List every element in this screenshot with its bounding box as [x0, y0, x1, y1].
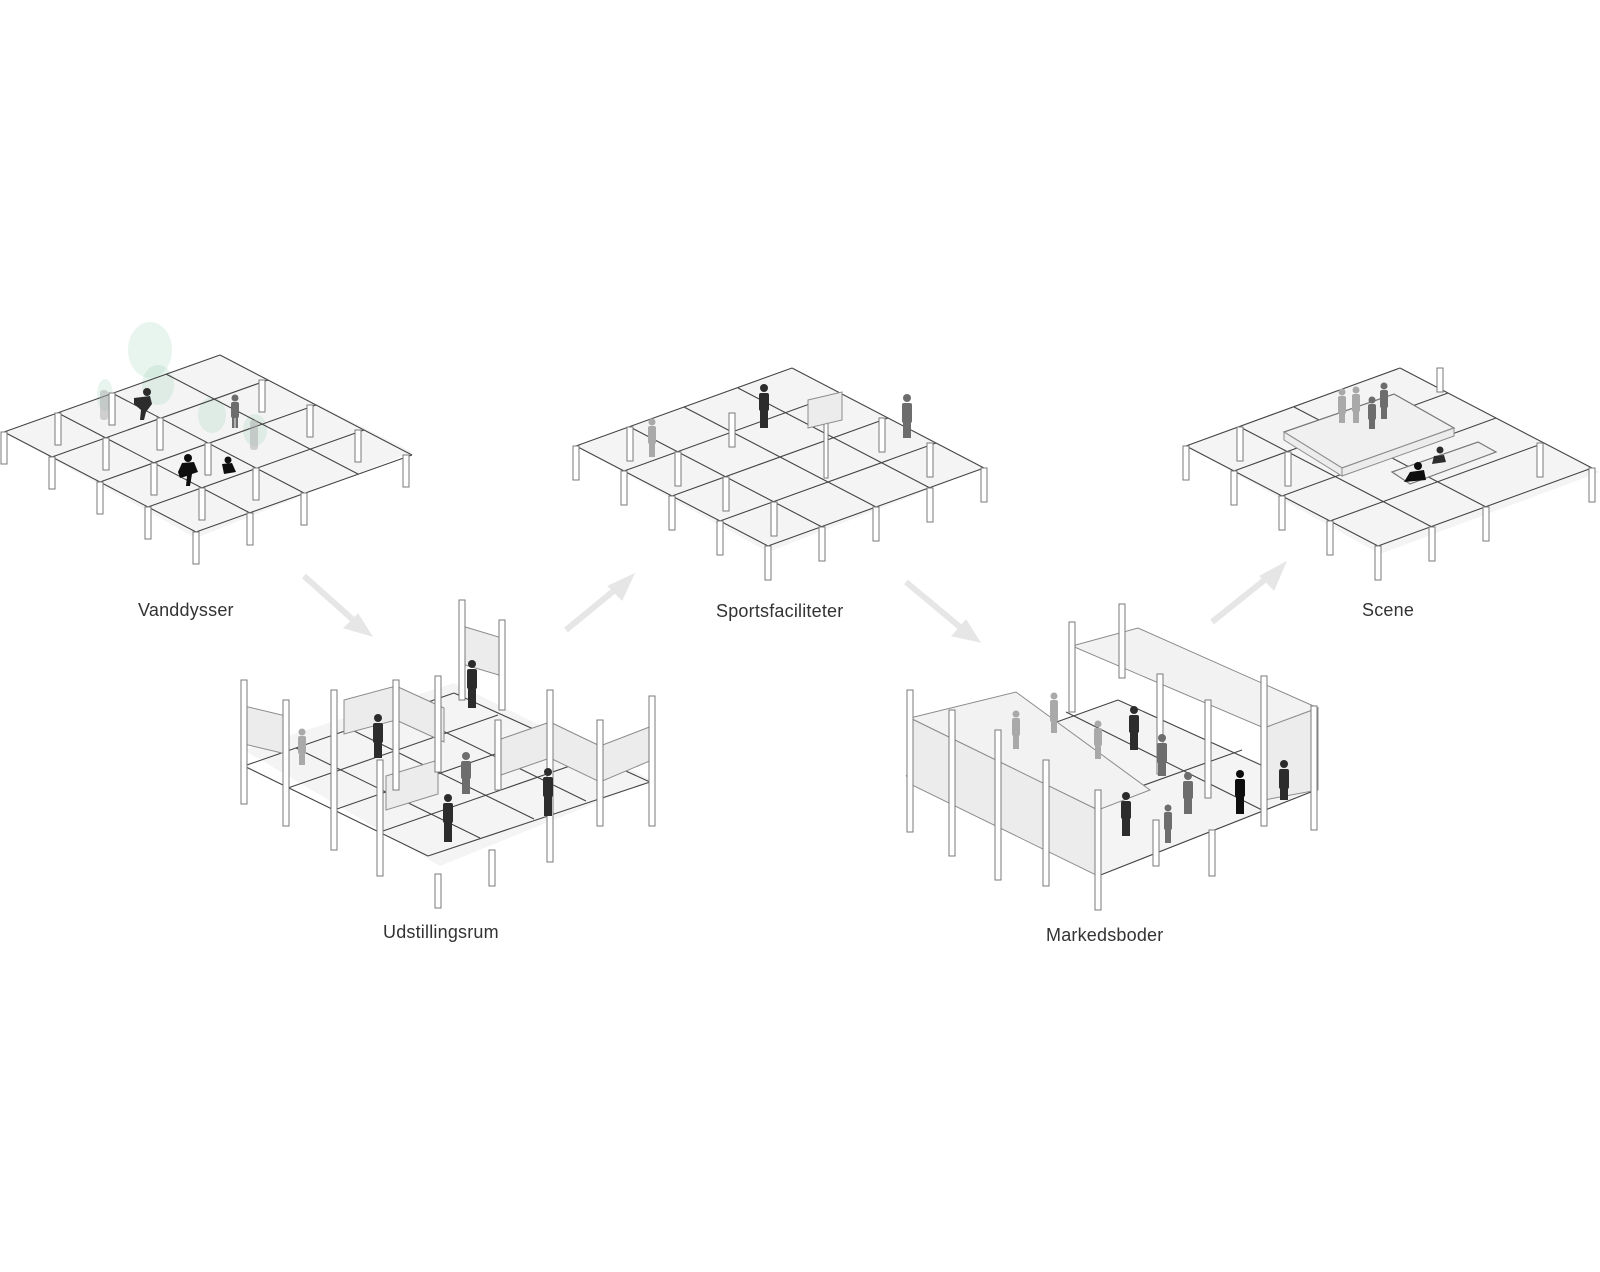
- person: [543, 768, 553, 816]
- person: [461, 752, 471, 794]
- water-mist: [97, 322, 267, 446]
- flow-arrow-icon: [302, 573, 374, 637]
- module-vanddysser: Vanddysser: [0, 322, 413, 620]
- person: [1352, 386, 1360, 423]
- module-markedsboder: Markedsboder: [905, 603, 1320, 945]
- basketball-hoop: [807, 391, 843, 479]
- flow-arrow-icon: [904, 579, 982, 643]
- person: [1050, 692, 1058, 733]
- person: [467, 660, 477, 708]
- person: [1157, 734, 1167, 776]
- person: [1183, 772, 1193, 814]
- person: [443, 794, 453, 842]
- poles: [572, 412, 988, 581]
- person: [298, 728, 306, 765]
- person: [1012, 710, 1020, 749]
- person: [1368, 396, 1376, 429]
- person: [1404, 462, 1426, 482]
- person: [1432, 446, 1446, 464]
- poles: [1182, 367, 1596, 581]
- person: [231, 394, 239, 428]
- person: [759, 384, 769, 428]
- module-scene: Scene: [1182, 367, 1600, 620]
- label-markedsboder: Markedsboder: [1046, 925, 1163, 945]
- person: [1279, 760, 1289, 800]
- flow-arrow-icon: [564, 572, 636, 633]
- label-sportsfaciliteter: Sportsfaciliteter: [716, 601, 843, 621]
- person: [1094, 720, 1102, 759]
- poles: [0, 379, 410, 565]
- label-udstillingsrum: Udstillingsrum: [383, 922, 499, 942]
- flow-arrow-icon: [1210, 560, 1288, 625]
- exhibition-panels: [243, 625, 653, 811]
- person: [373, 714, 383, 758]
- label-vanddysser: Vanddysser: [138, 600, 234, 620]
- poles: [906, 603, 1318, 911]
- person: [1338, 388, 1346, 423]
- person: [648, 418, 656, 457]
- person: [100, 390, 258, 450]
- person: [1164, 804, 1172, 843]
- person: [1235, 770, 1245, 814]
- module-udstillingsrum: Udstillingsrum: [240, 599, 656, 942]
- person: [178, 454, 198, 486]
- label-scene: Scene: [1362, 600, 1414, 620]
- person: [1129, 706, 1139, 750]
- market-stalls: [908, 627, 1320, 877]
- person: [1121, 792, 1131, 836]
- person: [134, 388, 152, 420]
- module-sportsfaciliteter: Sportsfaciliteter: [572, 367, 988, 621]
- person: [902, 394, 912, 438]
- poles: [240, 599, 656, 909]
- person: [1380, 382, 1388, 419]
- stage-platform: [1282, 393, 1498, 485]
- person: [222, 456, 236, 474]
